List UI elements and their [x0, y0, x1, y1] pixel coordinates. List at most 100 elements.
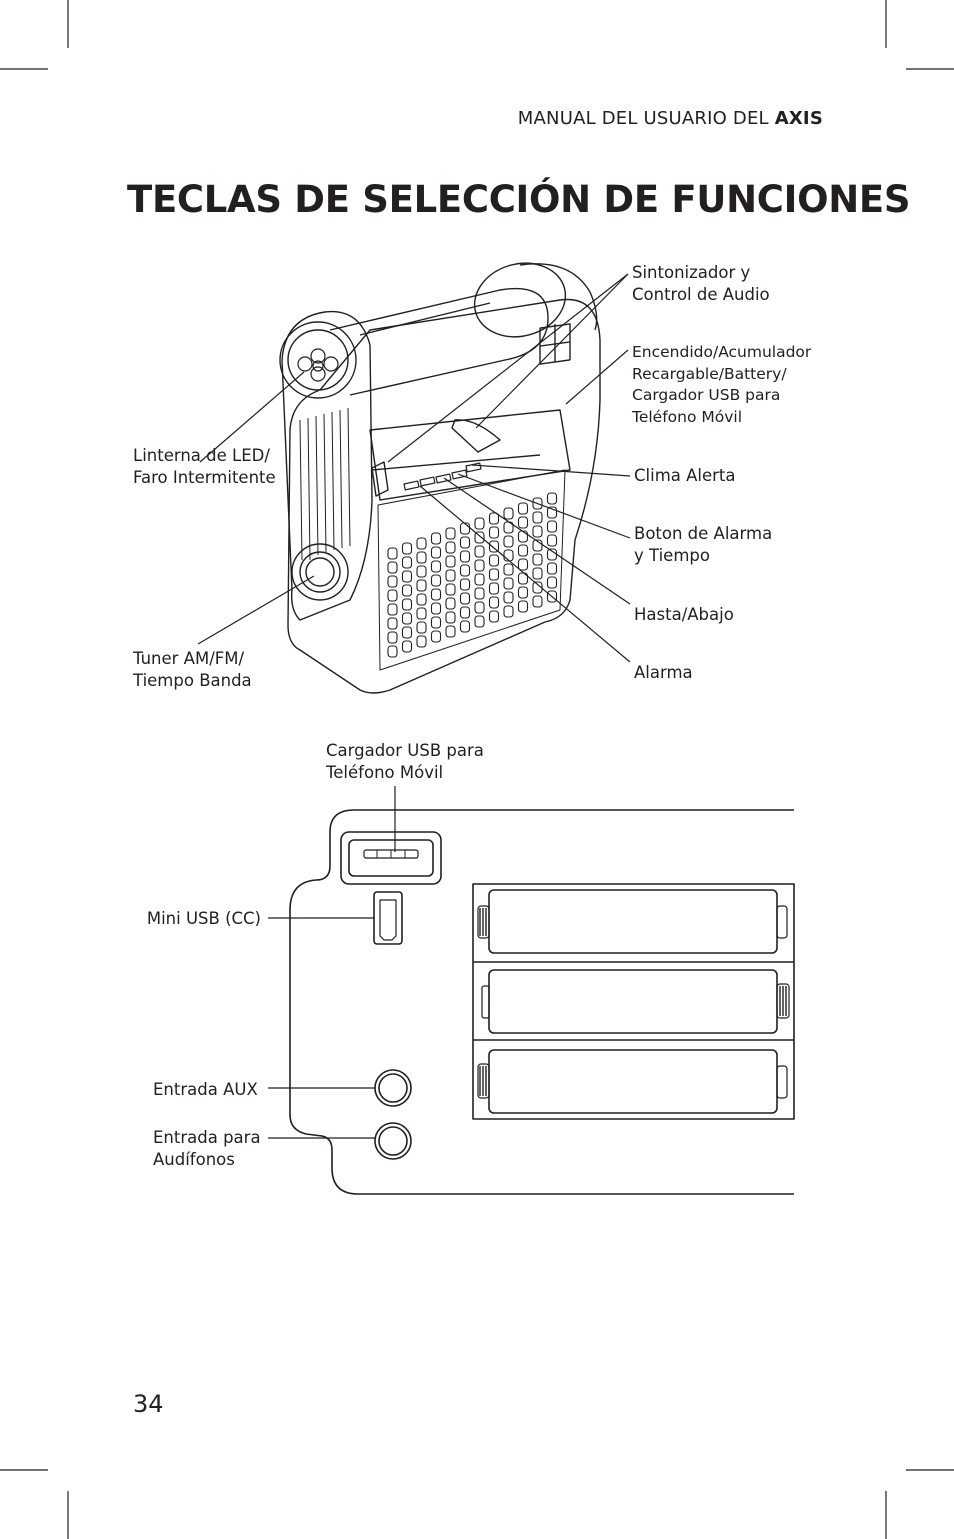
speaker-hole: [546, 520, 558, 533]
speaker-hole: [430, 616, 442, 629]
speaker-hole: [546, 590, 558, 603]
speaker-hole: [459, 564, 471, 577]
label-entrada-aux: Entrada AUX: [153, 1079, 258, 1101]
header-prefix: MANUAL DEL USUARIO DEL: [517, 108, 775, 129]
speaker-hole: [517, 516, 529, 529]
speaker-hole: [532, 567, 543, 580]
speaker-hole: [430, 546, 442, 559]
label-line: Alarma: [634, 663, 693, 682]
label-line: Encendido/Acumulador: [632, 343, 812, 361]
speaker-hole: [430, 560, 442, 573]
radio-body-outline: [287, 298, 601, 694]
speaker-hole: [430, 588, 442, 601]
label-line: Teléfono Móvil: [632, 407, 743, 426]
label-line: Cargador USB para: [326, 741, 484, 760]
page-number: 34: [133, 1390, 164, 1418]
speaker-hole: [532, 525, 543, 538]
speaker-hole: [387, 617, 398, 630]
label-line: Hasta/Abajo: [634, 605, 734, 624]
label-line: Mini USB (CC): [146, 909, 261, 928]
label-line: Cargador USB para: [632, 386, 781, 404]
speaker-hole: [474, 517, 485, 530]
speaker-hole: [517, 544, 529, 557]
speaker-hole: [459, 578, 471, 591]
speaker-hole: [474, 573, 485, 586]
speaker-hole: [532, 497, 543, 510]
speaker-hole: [474, 545, 485, 558]
housing-outline: [289, 809, 794, 1195]
headphone-jack: [374, 1122, 412, 1160]
speaker-hole: [517, 502, 529, 515]
speaker-hole: [488, 568, 500, 581]
speaker-hole: [430, 532, 442, 545]
label-line: Tiempo Banda: [133, 671, 252, 690]
speaker-hole: [401, 640, 413, 653]
tuner-knob: [291, 543, 349, 601]
speaker-hole: [445, 583, 456, 596]
speaker-hole: [488, 526, 500, 539]
speaker-hole: [474, 601, 485, 614]
speaker-grille: [387, 492, 558, 658]
header-brand: AXIS: [774, 108, 823, 129]
speaker-hole: [401, 598, 413, 611]
speaker-hole: [387, 589, 398, 602]
speaker-hole: [474, 531, 485, 544]
terminal-ridges: [479, 908, 787, 1096]
label-line: Boton de Alarma: [634, 524, 773, 543]
speaker-hole: [430, 630, 442, 643]
label-sintonizador: Sintonizador y Control de Audio: [632, 262, 770, 306]
speaker-hole: [546, 534, 558, 547]
speaker-hole: [401, 584, 413, 597]
label-audifonos: Entrada para Audífonos: [153, 1127, 261, 1171]
speaker-hole: [387, 645, 398, 658]
speaker-hole: [445, 569, 456, 582]
label-line: Recargable/Battery/: [632, 364, 787, 383]
label-line: Linterna de LED/: [133, 446, 270, 465]
tuning-dial: [451, 419, 501, 453]
speaker-hole: [532, 539, 543, 552]
label-cargador-usb: Cargador USB para Teléfono Móvil: [326, 740, 484, 784]
label-tuner: Tuner AM/FM/ Tiempo Banda: [133, 648, 252, 692]
speaker-hole: [416, 635, 427, 648]
label-line: Entrada AUX: [153, 1080, 258, 1099]
label-line: Control de Audio: [632, 285, 770, 304]
speaker-hole: [474, 615, 485, 628]
speaker-hole: [503, 549, 514, 562]
volume-knob: [371, 461, 389, 497]
speaker-hole: [488, 610, 500, 623]
speaker-hole: [546, 562, 558, 575]
side-fins: [299, 407, 351, 561]
speaker-hole: [503, 591, 514, 604]
speaker-hole: [445, 527, 456, 540]
speaker-hole: [488, 554, 500, 567]
speaker-hole: [503, 605, 514, 618]
speaker-hole: [546, 576, 558, 589]
label-line: y Tiempo: [634, 546, 710, 565]
page-title: TECLAS DE SELECCIÓN DE FUNCIONES: [127, 178, 911, 221]
speaker-hole: [474, 587, 485, 600]
speaker-hole: [416, 607, 427, 620]
speaker-hole: [430, 574, 442, 587]
speaker-hole: [503, 563, 514, 576]
led-lamp: [297, 348, 339, 382]
speaker-hole: [459, 620, 471, 633]
label-hasta-abajo: Hasta/Abajo: [634, 604, 734, 626]
speaker-hole: [546, 506, 558, 519]
speaker-hole: [445, 597, 456, 610]
usb-port: [340, 831, 442, 885]
speaker-hole: [387, 603, 398, 616]
speaker-hole: [503, 507, 514, 520]
speaker-hole: [474, 559, 485, 572]
label-line: Audífonos: [153, 1150, 235, 1169]
speaker-hole: [445, 611, 456, 624]
speaker-hole: [459, 592, 471, 605]
speaker-hole: [416, 565, 427, 578]
speaker-hole: [416, 593, 427, 606]
speaker-hole: [401, 556, 413, 569]
label-linterna: Linterna de LED/ Faro Intermitente: [133, 445, 276, 489]
speaker-hole: [517, 586, 529, 599]
speaker-hole: [488, 582, 500, 595]
speaker-hole: [459, 536, 471, 549]
